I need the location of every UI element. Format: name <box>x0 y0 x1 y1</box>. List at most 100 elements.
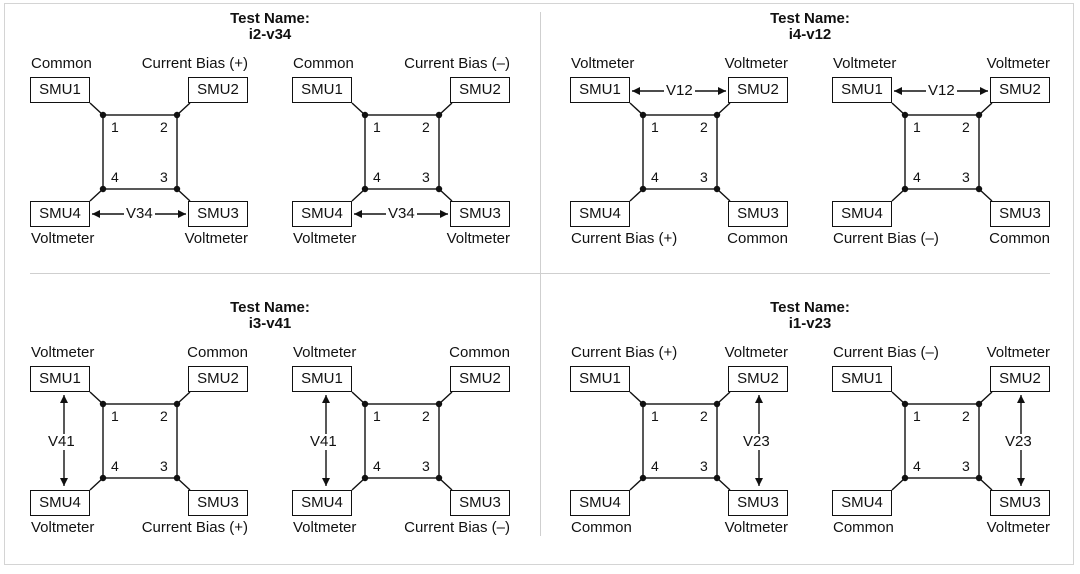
corner-number: 2 <box>700 408 708 424</box>
test-title: Test Name:i4-v12 <box>540 11 1080 43</box>
smu4-box: SMU4 <box>30 490 90 516</box>
contact-dot-1 <box>99 111 107 119</box>
smu3-box: SMU3 <box>450 201 510 227</box>
smu3-role-label: Current Bias (+) <box>141 519 248 536</box>
smu2-role-label: Voltmeter <box>724 344 788 361</box>
smu3-box: SMU3 <box>728 490 788 516</box>
contact-dot-2 <box>713 111 721 119</box>
smu1-box: SMU1 <box>832 77 892 103</box>
corner-number: 3 <box>962 169 970 185</box>
smu4-role-label: Voltmeter <box>293 519 357 536</box>
smu3-box: SMU3 <box>188 490 248 516</box>
corner-number: 2 <box>962 119 970 135</box>
smu4-box: SMU4 <box>570 201 630 227</box>
corner-number: 1 <box>913 119 921 135</box>
smu1-box: SMU1 <box>30 366 90 392</box>
smu4-box: SMU4 <box>832 490 892 516</box>
circuit-wiring <box>891 391 1025 491</box>
smu4-role-label: Voltmeter <box>293 230 357 247</box>
smu4-role-label: Current Bias (+) <box>571 230 678 247</box>
test-title-label: Test Name: <box>770 299 850 316</box>
corner-number: 3 <box>700 169 708 185</box>
smu2-role-label: Voltmeter <box>724 55 788 72</box>
smu4-box: SMU4 <box>292 490 352 516</box>
corner-number: 4 <box>111 169 119 185</box>
corner-number: 1 <box>651 119 659 135</box>
smu1-box: SMU1 <box>832 366 892 392</box>
corner-number: 2 <box>160 119 168 135</box>
contact-dot-3 <box>975 474 983 482</box>
contact-dot-2 <box>435 400 443 408</box>
contact-dot-3 <box>975 185 983 193</box>
contact-dot-1 <box>901 400 909 408</box>
smu3-box: SMU3 <box>450 490 510 516</box>
corner-number: 4 <box>913 458 921 474</box>
smu1-box: SMU1 <box>292 77 352 103</box>
contact-dot-1 <box>361 111 369 119</box>
smu2-role-label: Voltmeter <box>986 55 1050 72</box>
smu1-role-label: Voltmeter <box>571 55 635 72</box>
corner-number: 2 <box>422 408 430 424</box>
measurement-label: V23 <box>741 433 772 450</box>
circuit-wiring <box>629 87 731 202</box>
corner-number: 3 <box>962 458 970 474</box>
smu2-box: SMU2 <box>990 366 1050 392</box>
sample-square <box>364 114 440 190</box>
test-title-label: Test Name: <box>230 299 310 316</box>
contact-dot-2 <box>435 111 443 119</box>
sample-square <box>904 403 980 479</box>
sample-square <box>364 403 440 479</box>
measurement-label: V23 <box>1003 433 1034 450</box>
smu1-role-label: Voltmeter <box>31 344 95 361</box>
smu4-role-label: Common <box>833 519 894 536</box>
corner-number: 4 <box>651 169 659 185</box>
corner-number: 2 <box>422 119 430 135</box>
corner-number: 2 <box>700 119 708 135</box>
corner-number: 1 <box>111 119 119 135</box>
contact-dot-1 <box>639 400 647 408</box>
measurement-label: V34 <box>386 205 417 222</box>
smu2-role-label: Current Bias (+) <box>141 55 248 72</box>
smu4-box: SMU4 <box>570 490 630 516</box>
diagram-frame <box>4 3 1074 565</box>
corner-number: 1 <box>373 408 381 424</box>
smu1-box: SMU1 <box>570 366 630 392</box>
contact-dot-3 <box>713 185 721 193</box>
smu3-role-label: Voltmeter <box>724 519 788 536</box>
sample-square <box>642 114 718 190</box>
sample-square <box>102 114 178 190</box>
smu2-box: SMU2 <box>450 77 510 103</box>
test-name: i2-v34 <box>248 26 292 43</box>
contact-dot-3 <box>435 185 443 193</box>
corner-number: 3 <box>422 169 430 185</box>
smu2-box: SMU2 <box>188 77 248 103</box>
smu2-box: SMU2 <box>728 77 788 103</box>
corner-number: 3 <box>700 458 708 474</box>
contact-dot-4 <box>639 185 647 193</box>
smu3-role-label: Voltmeter <box>184 230 248 247</box>
test-name: i4-v12 <box>788 26 832 43</box>
corner-number: 1 <box>651 408 659 424</box>
contact-dot-4 <box>901 185 909 193</box>
test-title-label: Test Name: <box>230 10 310 27</box>
smu3-role-label: Common <box>727 230 788 247</box>
sample-square <box>102 403 178 479</box>
smu3-role-label: Common <box>989 230 1050 247</box>
smu3-box: SMU3 <box>728 201 788 227</box>
test-name: i3-v41 <box>248 315 292 332</box>
contact-dot-2 <box>975 400 983 408</box>
corner-number: 4 <box>913 169 921 185</box>
vertical-divider <box>540 12 541 536</box>
